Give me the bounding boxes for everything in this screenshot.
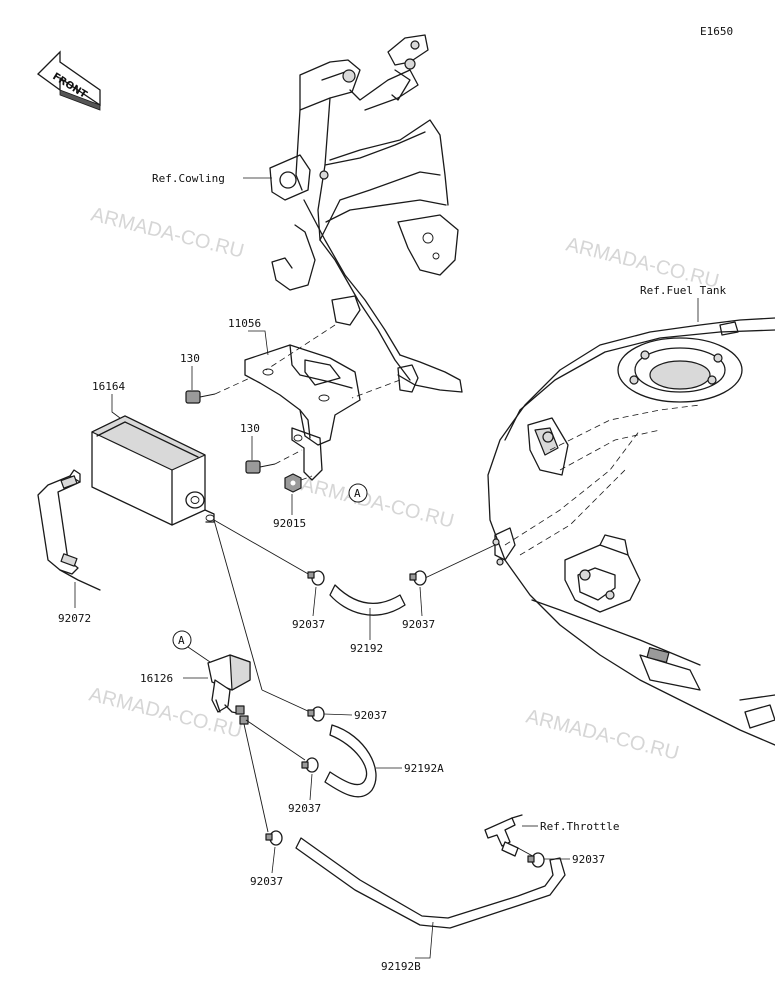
part-92192b-label: 92192B [381,960,421,973]
clamp-92037-f [527,852,545,868]
part-16164-label: 16164 [92,380,125,393]
watermark-1: ARMADA-CO.RU [89,204,246,263]
band-92072 [37,469,101,591]
connector-marker-a-2 [172,630,192,650]
part-92015-label: 92015 [273,517,306,530]
clamp-92037-a [307,570,325,586]
hose-92192 [213,519,496,616]
ref-throttle-label: Ref.Throttle [540,820,619,833]
part-130-upper-label: 130 [180,352,200,365]
part-16126-label: 16126 [140,672,173,685]
nut-92015 [284,473,302,493]
bracket-11056 [244,344,361,481]
part-92072-label: 92072 [58,612,91,625]
frame-subframe [269,34,463,393]
part-92037-d-label: 92037 [288,802,321,815]
clamp-92037-b [409,570,427,586]
watermark-3: ARMADA-CO.RU [299,474,456,533]
watermark-5: ARMADA-CO.RU [524,706,681,765]
clamp-92037-e [265,830,283,846]
hose-92192b [243,723,566,929]
bolt-130-upper [185,390,216,404]
part-92192-label: 92192 [350,642,383,655]
svg-text:A: A [354,487,361,500]
canister-16164 [91,415,215,526]
diagram-code: E1650 [700,25,733,38]
throttle-t-fitting [484,814,523,857]
valve-16126: A [172,630,251,725]
ref-fuel-tank-label: Ref.Fuel Tank [640,284,726,297]
svg-text:A: A [178,634,185,647]
part-92037-a-label: 92037 [292,618,325,631]
clamp-92037-d [301,757,319,773]
bolt-130-lower [245,460,276,474]
fuel-tank [487,317,775,746]
hose-92192a [213,519,377,798]
part-130-lower-label: 130 [240,422,260,435]
ref-cowling-label: Ref.Cowling [152,172,225,185]
part-92192a-label: 92192A [404,762,444,775]
part-11056-label: 11056 [228,317,261,330]
clamp-92037-c [307,706,325,722]
part-92037-b-label: 92037 [402,618,435,631]
part-92037-c-label: 92037 [354,709,387,722]
part-92037-f-label: 92037 [572,853,605,866]
part-92037-e-label: 92037 [250,875,283,888]
connector-marker-a-1: A [348,483,368,503]
front-arrow-icon: FRONT [37,50,101,111]
